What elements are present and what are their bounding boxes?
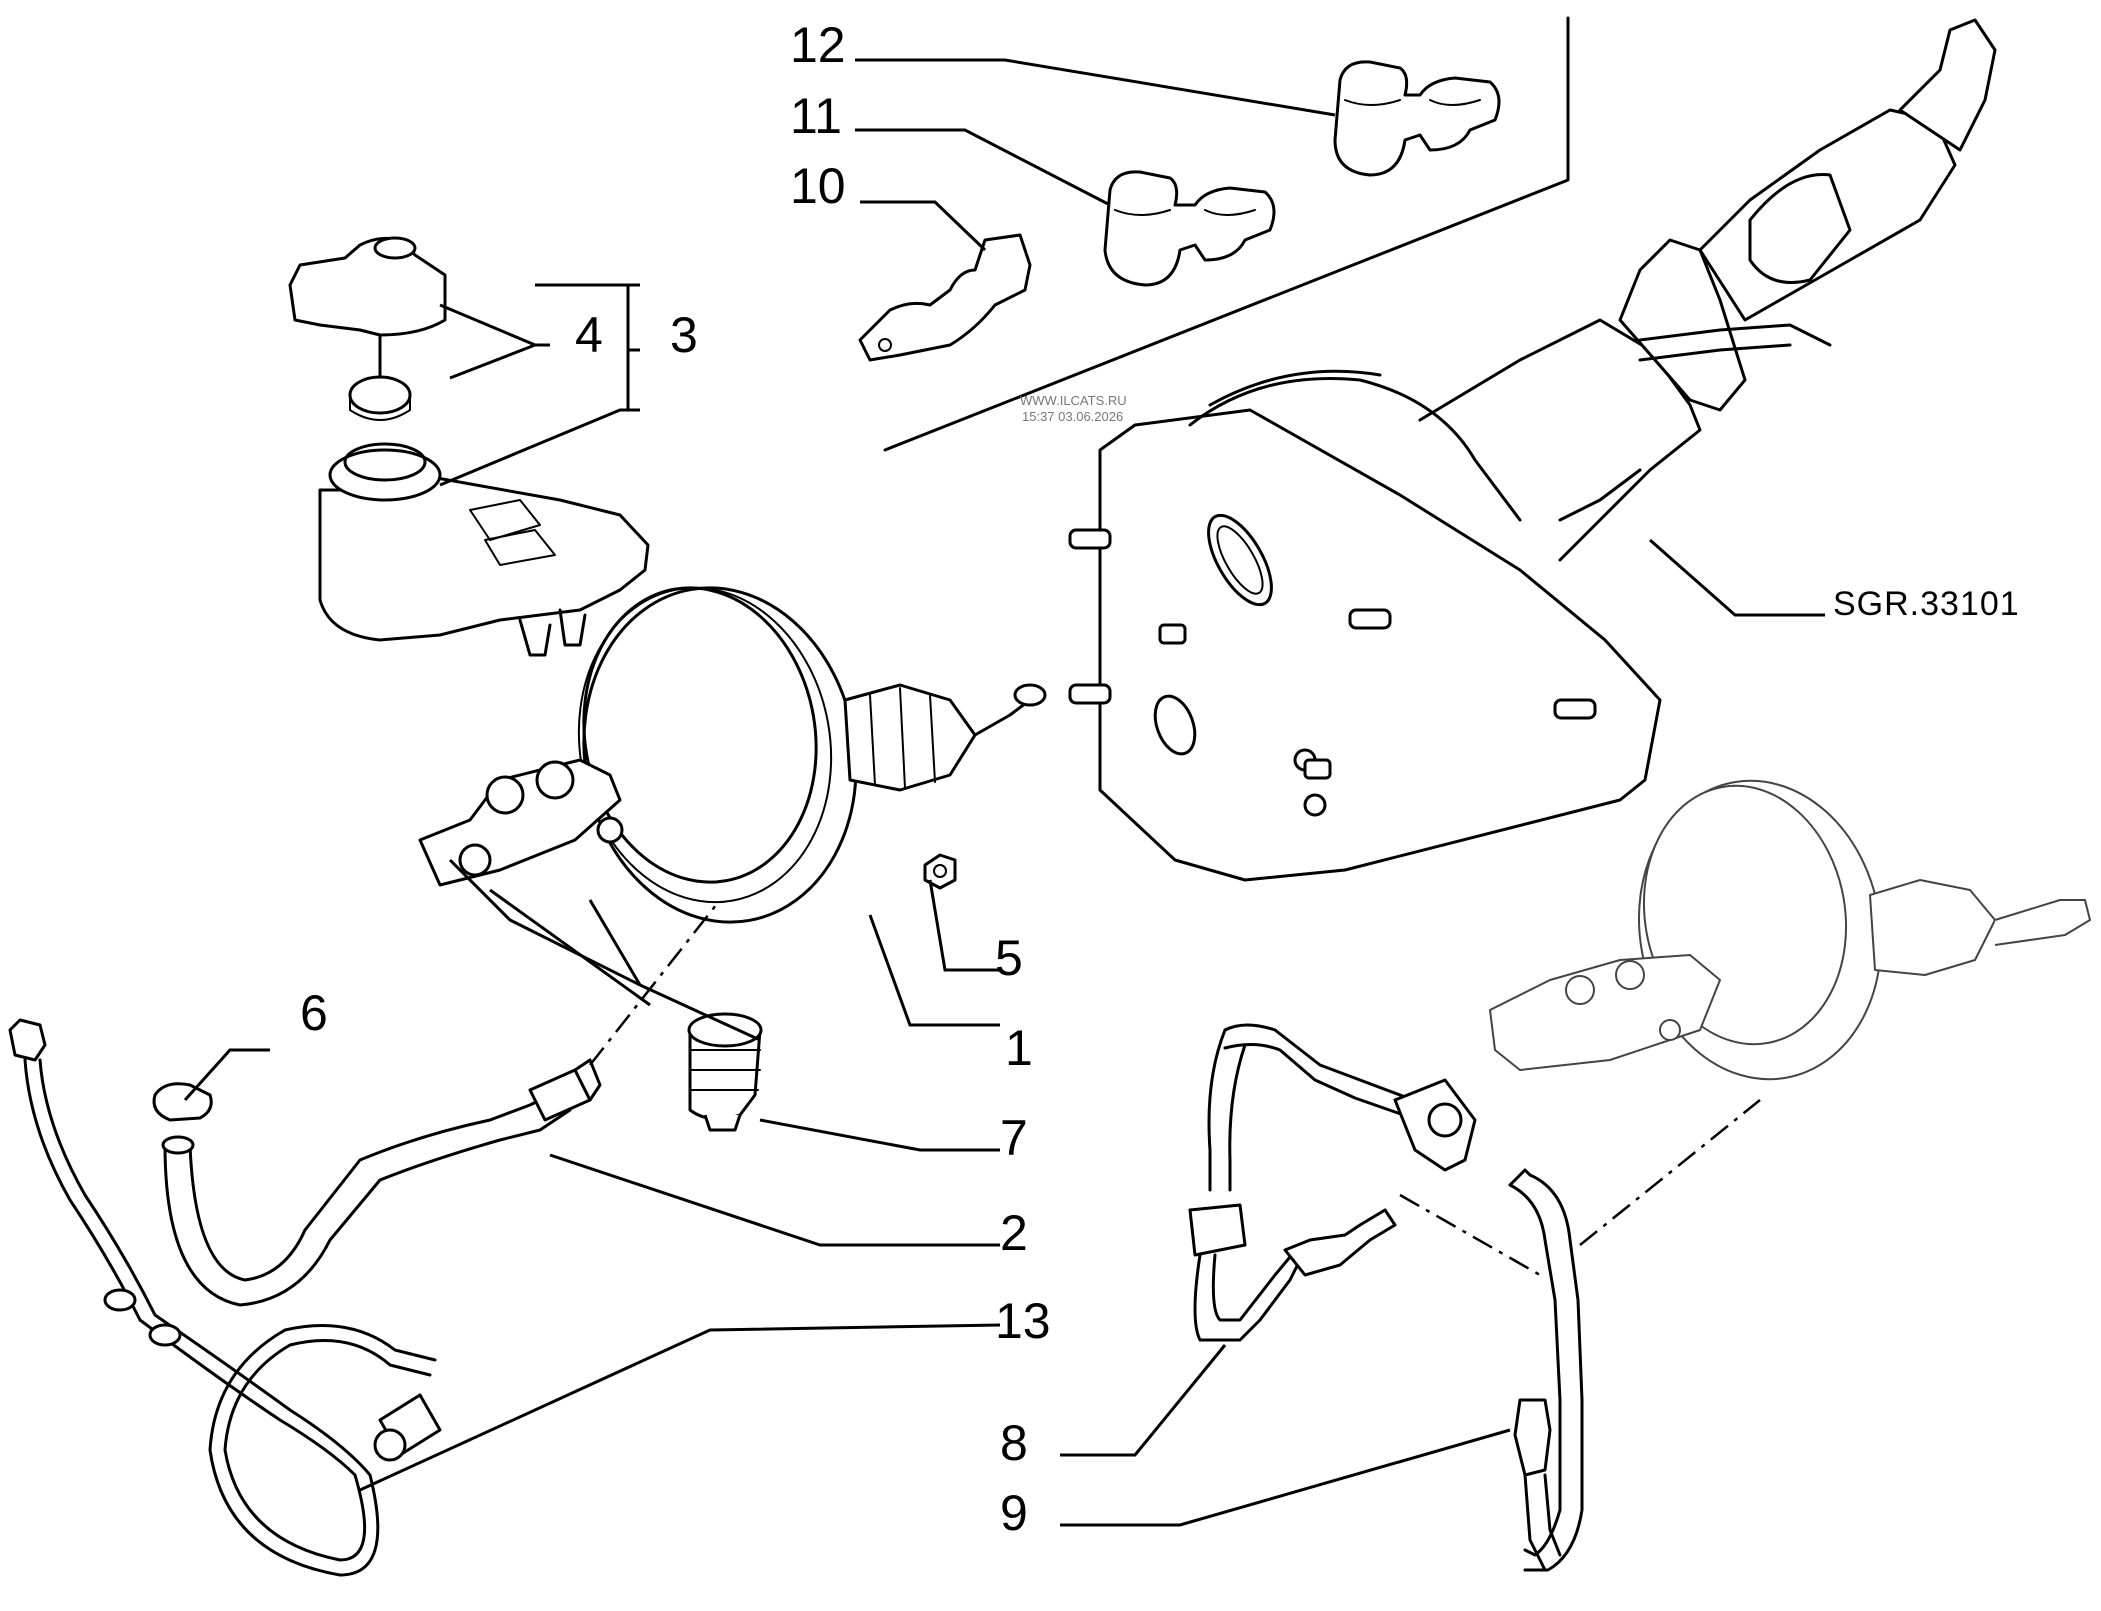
leader-lines bbox=[183, 58, 1825, 1527]
callout-2: 2 bbox=[1000, 1205, 1028, 1261]
pedal-box-assembly bbox=[1068, 18, 1997, 882]
assembly-axes bbox=[589, 899, 1761, 1277]
callout-9: 9 bbox=[1000, 1485, 1028, 1541]
diagram-reference-code: SGR.33101 bbox=[1833, 585, 2020, 623]
part-5-nut[interactable] bbox=[923, 853, 957, 890]
part-1-brake-servo-booster[interactable] bbox=[418, 566, 1047, 944]
part-9-vacuum-hose-lower[interactable] bbox=[1508, 1168, 1584, 1572]
watermark-site: WWW.ILCATS.RU bbox=[1020, 393, 1127, 408]
callout-12: 12 bbox=[790, 17, 846, 73]
part-10-bracket[interactable] bbox=[858, 233, 1032, 362]
callout-10: 10 bbox=[790, 158, 846, 214]
part-11-double-clip[interactable] bbox=[1103, 170, 1276, 287]
inset-divider bbox=[883, 16, 1570, 452]
callout-1: 1 bbox=[1005, 1020, 1033, 1076]
watermark-timestamp: 15:37 03.06.2026 bbox=[1022, 409, 1123, 424]
callout-11: 11 bbox=[790, 88, 842, 144]
callout-4: 4 bbox=[575, 307, 603, 363]
part-8-vacuum-pipe[interactable] bbox=[1188, 1023, 1477, 1342]
part-7-non-return-valve[interactable] bbox=[687, 1012, 763, 1132]
callout-7: 7 bbox=[1000, 1110, 1028, 1166]
part-13-wiring-harness[interactable] bbox=[8, 1018, 442, 1577]
callout-8: 8 bbox=[1000, 1415, 1028, 1471]
callout-labels: 12 11 10 4 3 5 1 6 7 2 13 8 9 bbox=[300, 17, 1051, 1541]
callout-5: 5 bbox=[995, 930, 1023, 986]
servo-reference-view bbox=[1489, 779, 2091, 1081]
callout-3: 3 bbox=[670, 307, 698, 363]
callout-6: 6 bbox=[300, 985, 328, 1041]
part-6-hose-clamp[interactable] bbox=[152, 1082, 213, 1122]
callout-13: 13 bbox=[995, 1293, 1051, 1349]
part-4-reservoir-cap-sensor[interactable] bbox=[288, 236, 447, 421]
part-3-brake-fluid-reservoir[interactable] bbox=[318, 442, 650, 657]
part-12-double-clip[interactable] bbox=[1333, 60, 1501, 177]
part-2-vacuum-hose[interactable] bbox=[161, 1058, 602, 1307]
